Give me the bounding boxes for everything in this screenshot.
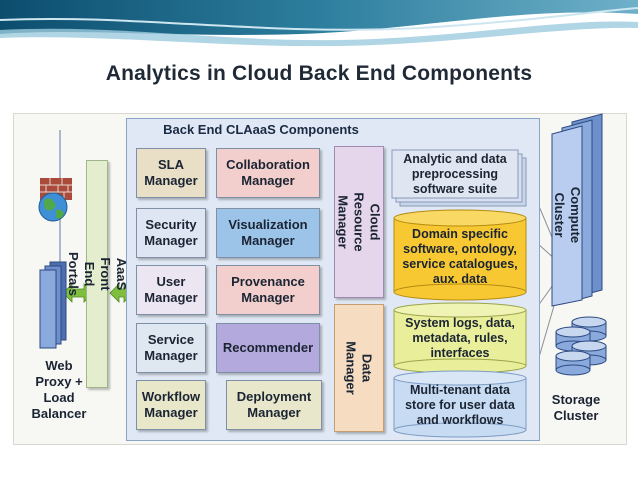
web-proxy-label: Web Proxy + Load Balancer [31, 358, 87, 421]
cloud-resource-manager: Cloud Resource Manager [334, 146, 384, 298]
recommender: Recommender [216, 323, 320, 373]
security-manager: Security Manager [136, 208, 206, 258]
sla-manager: SLA Manager [136, 148, 206, 198]
multi-tenant-data-store: Multi-tenant data store for user data an… [405, 382, 515, 427]
panel-title: Back End CLAaaS Components [163, 122, 359, 137]
workflow-manager: Workflow Manager [136, 380, 206, 430]
provenance-manager: Provenance Manager [216, 265, 320, 315]
deployment-manager: Deployment Manager [226, 380, 322, 430]
domain-specific-data: Domain specific software, ontology, serv… [402, 227, 518, 286]
banner-graphic [0, 0, 638, 46]
data-manager: Data Manager [334, 304, 384, 432]
header-banner [0, 0, 638, 46]
user-manager: User Manager [136, 265, 206, 315]
storage-cluster-label: Storage Cluster [551, 392, 601, 423]
system-logs-store: System logs, data, metadata, rules, inte… [405, 315, 515, 360]
page-title: Analytics in Cloud Back End Components [105, 62, 533, 85]
compute-cluster-label: Compute Cluster [552, 186, 583, 244]
analytic-software-suite: Analytic and data preprocessing software… [403, 151, 507, 196]
collaboration-manager: Collaboration Manager [216, 148, 320, 198]
front-end-portals: AaaS Front End Portals [66, 160, 129, 388]
visualization-manager: Visualization Manager [216, 208, 320, 258]
service-manager: Service Manager [136, 323, 206, 373]
